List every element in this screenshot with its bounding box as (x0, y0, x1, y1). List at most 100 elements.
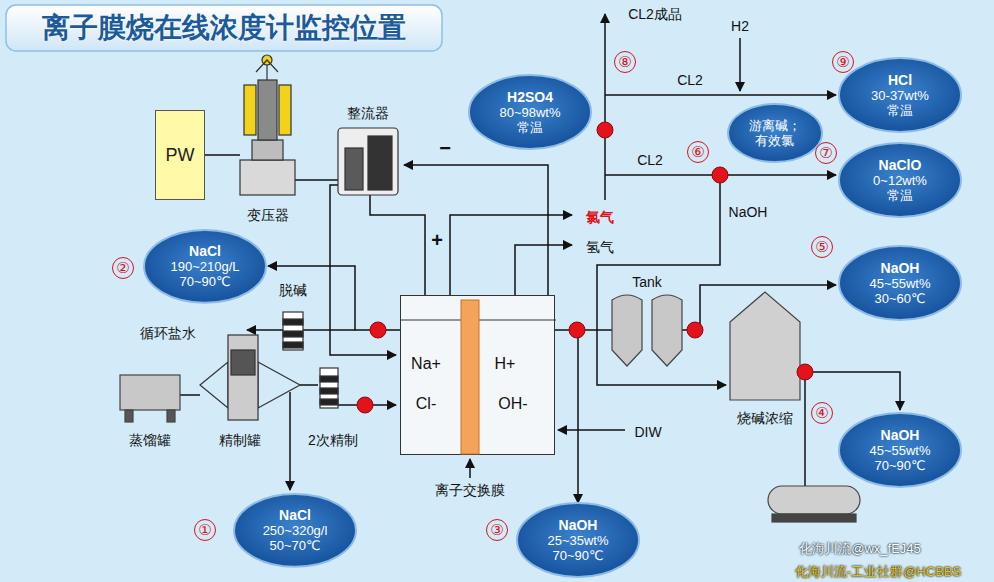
sensor-dot (370, 322, 386, 338)
concentration-ellipse: NaOH45~55wt% 30~60℃ (838, 245, 962, 321)
part-label: CL2 (677, 72, 703, 88)
secondary-refiner (320, 368, 338, 408)
dechlorination-column (283, 319, 303, 325)
pipe-line (180, 14, 900, 490)
part-label: 化海川流@wx_fEJ45 (799, 541, 921, 557)
concentration-ellipse: H2SO480~98wt% 常温 (468, 74, 592, 150)
rectifier-symbol (368, 136, 392, 190)
node-text: 0~12wt% 常温 (865, 173, 935, 203)
sensor-dot (712, 167, 728, 183)
concentration-ellipse: NaOH45~55wt% 70~90℃ (838, 412, 962, 488)
tank-symbol (652, 295, 682, 366)
part-label: 精制罐 (219, 432, 261, 448)
part-label: DIW (634, 424, 661, 440)
node-text: PW (166, 145, 195, 166)
concentration-ellipse: NaCl250~320g/l 50~70℃ (233, 493, 357, 568)
pipe-line (604, 14, 606, 200)
part-label: 氢气 (586, 239, 614, 255)
transformer-symbol (252, 140, 283, 160)
part-label: + (431, 232, 443, 248)
pipe-line (289, 392, 291, 490)
concentration-ellipse: 游离碱； 有效氯 (727, 103, 823, 163)
pipe-line (180, 394, 200, 396)
part-label: 脱碱 (279, 282, 307, 298)
part-label: 烧碱浓缩 (737, 410, 793, 426)
rectifier-symbol (338, 128, 398, 195)
part-label: H2 (731, 18, 749, 34)
callout-number: ⑤ (811, 236, 833, 258)
sensor-dot (357, 397, 373, 413)
ellipse-outline (839, 246, 961, 320)
pipe-line (469, 459, 471, 478)
ion-text: Na+ (411, 355, 441, 373)
ellipse-outline (839, 143, 961, 217)
pipe-line (205, 154, 240, 156)
pipe-line (515, 245, 572, 295)
ellipse-outline (839, 58, 961, 132)
ellipse-content: NaClO0~12wt% 常温 (865, 157, 935, 203)
storage-tank (772, 514, 856, 522)
pipe-line (605, 94, 836, 96)
concentration-ellipse: NaClO0~12wt% 常温 (838, 142, 962, 218)
pipe-line (804, 372, 806, 486)
node-text: NaClO (865, 157, 935, 173)
pipe-connector (555, 330, 578, 503)
ellipse-outline (839, 413, 961, 487)
part-label: Tank (632, 274, 662, 290)
secondary-refiner (320, 368, 338, 408)
callout-number: ③ (486, 519, 508, 541)
cell-interior (401, 296, 554, 454)
part-label: 整流器 (347, 105, 389, 121)
node-text: 游离碱； 有效氯 (746, 118, 804, 148)
part-label: 化海川流-工业社群@HCBBS (795, 564, 961, 580)
concentration-ellipse: NaCl190~210g/L 70~90℃ (143, 229, 267, 304)
ellipse-content: NaCl190~210g/L 70~90℃ (167, 243, 243, 289)
part-label: 循环盐水 (140, 325, 196, 341)
sensor-dot (357, 122, 813, 413)
ellipse-content: NaCl250~320g/l 50~70℃ (257, 507, 333, 553)
callout-number: ⑦ (815, 142, 837, 164)
evaporator-tower (730, 292, 800, 400)
node-text: NaOH (865, 260, 935, 276)
transformer-symbol (244, 85, 256, 135)
dechlorination-column (283, 312, 303, 350)
ellipse-content: NaOH45~55wt% 70~90℃ (865, 427, 935, 473)
callout-number: ⑨ (832, 51, 854, 73)
pipe-line (739, 38, 741, 91)
title-banner (6, 5, 442, 51)
concentration-ellipse: HCl30-37wt% 常温 (838, 57, 962, 133)
part-label: 变压器 (247, 207, 289, 223)
sensor-dot (797, 364, 813, 380)
pipe-line (295, 179, 338, 181)
part-label: − (439, 140, 451, 156)
node-text: NaOH (543, 517, 613, 533)
secondary-refiner (320, 399, 338, 405)
evaporator-tower (730, 292, 800, 400)
ellipse-content: HCl30-37wt% 常温 (865, 72, 935, 118)
ellipse-outline (469, 75, 591, 149)
distill-tank (167, 410, 175, 422)
part-label: 2次精制 (308, 432, 358, 448)
node-text: NaOH (865, 427, 935, 443)
tank-symbol (612, 295, 642, 366)
transformer-symbol (258, 80, 277, 140)
node-text: HCl (865, 72, 935, 88)
storage-tank (768, 486, 860, 522)
ellipse-outline (728, 104, 822, 162)
pipe-line (370, 195, 425, 295)
pipe-connector (268, 266, 400, 330)
transformer-symbol (279, 85, 291, 135)
distill-tank (120, 375, 180, 422)
refining-tank (200, 362, 228, 408)
ion-text: Cl- (416, 395, 436, 413)
rectifier-symbol (345, 148, 363, 190)
node-text: 250~320g/l 50~70℃ (257, 523, 333, 553)
ellipse-outline (517, 503, 639, 577)
pipe-line (300, 384, 318, 386)
tank-symbol (612, 295, 682, 366)
part-label: 蒸馏罐 (129, 432, 171, 448)
pipe-line (558, 429, 625, 431)
sensor-dot (687, 322, 703, 338)
